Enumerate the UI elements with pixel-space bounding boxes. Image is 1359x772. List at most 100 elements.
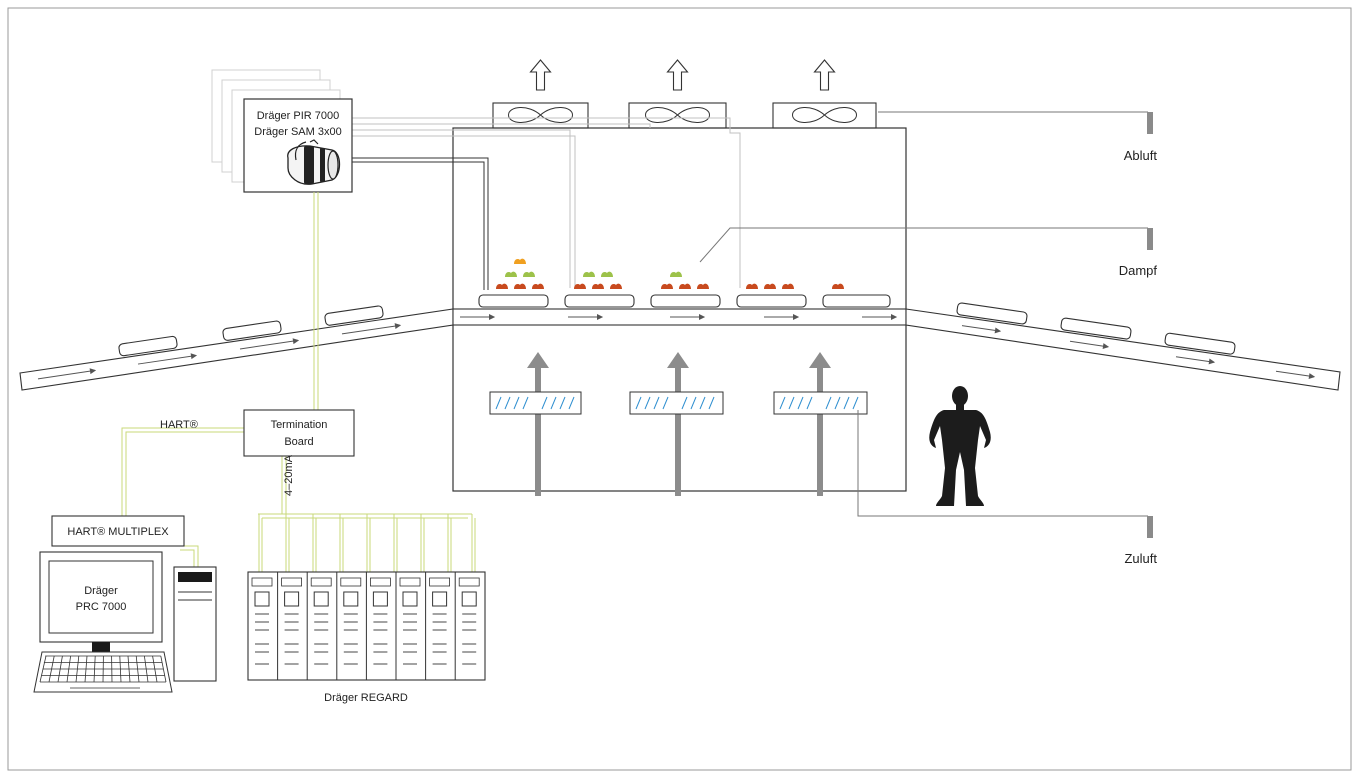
hatch-line: [635, 396, 642, 410]
module-indicator: [461, 591, 477, 607]
flow-arrowhead: [994, 327, 1002, 334]
product-item: [505, 271, 517, 277]
flow-arrowhead: [190, 353, 198, 360]
key-col: [39, 655, 47, 683]
current-loop-label: 4–20mA: [283, 454, 295, 496]
key-col: [57, 655, 63, 683]
product-tray: [222, 320, 282, 341]
product-tray: [1060, 317, 1132, 340]
product-item: [670, 271, 682, 277]
hatch-line: [699, 396, 706, 410]
flow-arrowhead: [1208, 358, 1216, 365]
product-tray: [324, 305, 384, 326]
flow-arrow: [1175, 356, 1215, 363]
module-display: [458, 577, 480, 587]
key-col: [93, 655, 96, 683]
key-col: [152, 655, 158, 683]
key-col: [160, 655, 167, 683]
sampling-tube: [340, 157, 489, 290]
prc-label-2: PRC 7000: [76, 601, 127, 613]
outer-frame: [7, 7, 1352, 771]
termination-board: [243, 409, 355, 457]
product-item: [697, 283, 709, 289]
conveyor-direction-arrows: [37, 314, 1316, 380]
hatch-line: [513, 396, 520, 410]
module-display: [251, 577, 273, 587]
hatch-line: [852, 396, 859, 410]
regard-bus: [258, 513, 476, 572]
product-item: [523, 271, 535, 277]
flow-arrow: [341, 324, 401, 335]
regard-modules: [251, 572, 480, 680]
bus-drop: [447, 514, 452, 572]
bus-drop: [339, 514, 344, 572]
leader-lines: [699, 111, 1148, 517]
key-col: [127, 655, 131, 683]
hatch-line: [825, 396, 832, 410]
supply-air-arrow: [527, 352, 549, 496]
hatch-line: [495, 396, 502, 410]
product-item: [514, 258, 526, 264]
computer-tower: [173, 566, 217, 682]
prc-label-1: Dräger: [84, 585, 118, 597]
hatch-line: [690, 396, 697, 410]
label-markers: [1147, 112, 1153, 538]
module-indicator: [313, 591, 329, 607]
bus-drop: [393, 514, 398, 572]
module-indicator: [432, 591, 448, 607]
flow-arrowhead: [1308, 373, 1316, 379]
fan-icon: [644, 107, 711, 123]
hatch-line: [522, 396, 529, 410]
product-item: [514, 283, 526, 289]
hatch-line: [568, 396, 575, 410]
flow-arrowhead: [1102, 343, 1110, 350]
air-filter: [773, 391, 868, 415]
product-item: [764, 283, 776, 289]
supply-air-arrow: [809, 352, 831, 496]
flow-arrowhead: [596, 314, 604, 320]
bus-drop: [312, 514, 317, 572]
product-item: [746, 283, 758, 289]
sensor-label-2: Dräger SAM 3x00: [254, 126, 341, 138]
module-indicator: [284, 591, 300, 607]
module-indicator: [343, 591, 359, 607]
flow-arrowhead: [890, 314, 898, 320]
hatch-line: [806, 396, 813, 410]
hatch-line: [653, 396, 660, 410]
module-display: [369, 577, 391, 587]
key-col: [84, 655, 88, 683]
bus-drop: [258, 514, 263, 572]
hatch-line: [834, 396, 841, 410]
person-silhouette: [929, 386, 991, 506]
signal-wiring: [121, 192, 319, 568]
air-filter: [629, 391, 724, 415]
exhaust-arrow-icon: [813, 59, 836, 91]
product-tray: [956, 302, 1028, 325]
product-items: [496, 258, 844, 289]
filter-hatching: [635, 396, 715, 410]
module-indicator: [254, 591, 270, 607]
product-tray: [118, 335, 178, 357]
sensor-label-1: Dräger PIR 7000: [257, 110, 340, 122]
key-col: [135, 655, 140, 683]
flow-arrowhead: [89, 368, 97, 375]
product-item: [601, 271, 613, 277]
flow-arrow: [1275, 370, 1315, 378]
exhaust-arrow-icon: [666, 59, 689, 91]
regard-label: Dräger REGARD: [324, 692, 408, 704]
product-item: [574, 283, 586, 289]
product-item: [583, 271, 595, 277]
prc-computer: [33, 551, 217, 693]
monitor-stand: [92, 642, 110, 652]
flow-arrow: [37, 369, 96, 380]
flow-arrowhead: [792, 314, 800, 320]
product-tray: [478, 294, 549, 308]
product-tray: [822, 294, 891, 308]
filter-hatching: [495, 396, 575, 410]
product-item: [592, 283, 604, 289]
product-item: [832, 283, 844, 289]
product-item: [661, 283, 673, 289]
hart-multiplex-box: [51, 515, 185, 547]
